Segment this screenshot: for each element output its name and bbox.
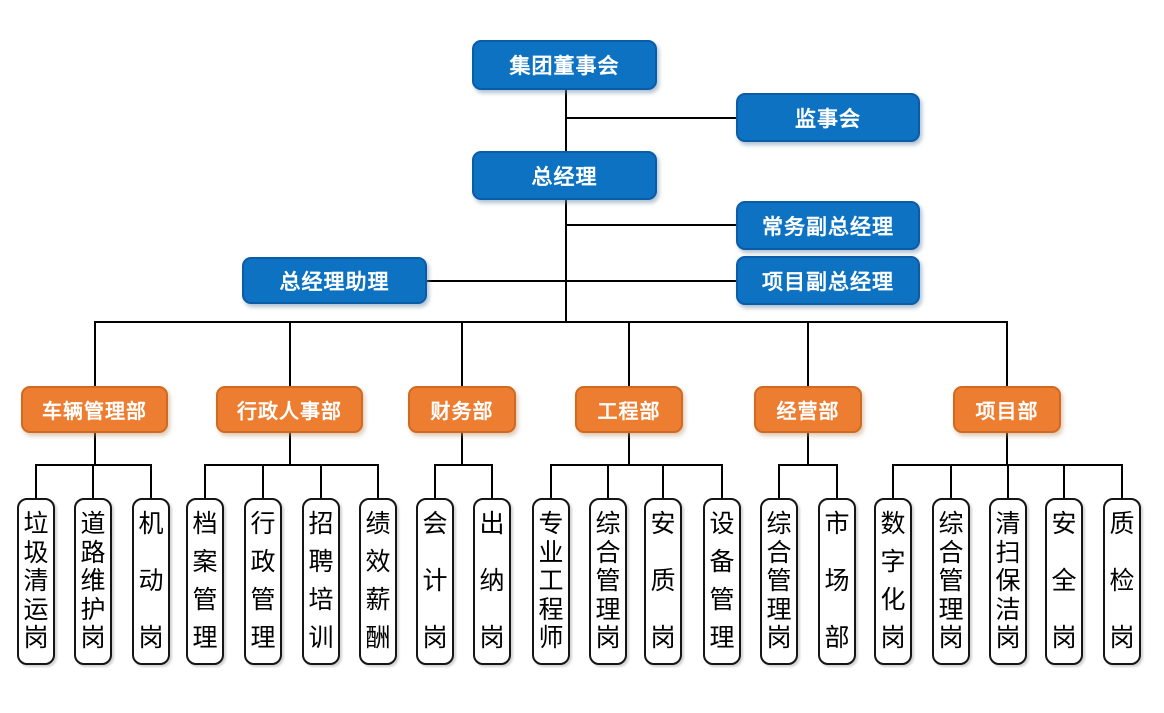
connector-line bbox=[426, 280, 738, 282]
connector-line bbox=[95, 321, 1008, 323]
position-box: 设备管理 bbox=[703, 498, 741, 665]
position-box: 安全岗 bbox=[1045, 498, 1083, 665]
position-box: 综合管理岗 bbox=[589, 498, 627, 665]
dept-finance: 财务部 bbox=[408, 386, 516, 433]
connector-line bbox=[836, 464, 838, 499]
connector-line bbox=[566, 117, 738, 119]
node-executive-deputy-gm: 常务副总经理 bbox=[736, 201, 920, 250]
connector-line bbox=[491, 464, 493, 499]
connector-line bbox=[778, 464, 780, 499]
connector-line bbox=[461, 321, 463, 387]
connector-line bbox=[1006, 432, 1008, 466]
node-project-deputy-gm: 项目副总经理 bbox=[736, 256, 920, 305]
connector-line bbox=[550, 464, 723, 466]
position-box: 绩效薪酬 bbox=[359, 498, 397, 665]
node-general-manager: 总经理 bbox=[472, 151, 657, 200]
position-box: 综合管理岗 bbox=[760, 498, 798, 665]
position-box: 道路维护岗 bbox=[74, 498, 112, 665]
connector-line bbox=[434, 464, 493, 466]
dept-operations: 经营部 bbox=[754, 386, 862, 433]
connector-line bbox=[628, 321, 630, 387]
connector-line bbox=[150, 464, 152, 499]
dept-engineering: 工程部 bbox=[575, 386, 683, 433]
connector-line bbox=[94, 321, 96, 387]
connector-line bbox=[434, 464, 436, 499]
dept-admin-hr: 行政人事部 bbox=[216, 386, 363, 433]
position-box: 质检岗 bbox=[1103, 498, 1141, 665]
position-box: 垃圾清运岗 bbox=[17, 498, 55, 665]
position-box: 数字化岗 bbox=[874, 498, 912, 665]
node-board: 集团董事会 bbox=[472, 40, 657, 90]
position-box: 会计岗 bbox=[416, 498, 454, 665]
dept-vehicle-management: 车辆管理部 bbox=[21, 386, 168, 433]
connector-line bbox=[461, 432, 463, 466]
connector-line bbox=[92, 464, 94, 499]
connector-line bbox=[1063, 464, 1065, 499]
connector-line bbox=[204, 464, 379, 466]
connector-line bbox=[289, 321, 291, 387]
connector-line bbox=[807, 432, 809, 466]
connector-line bbox=[628, 432, 630, 466]
connector-line bbox=[1006, 321, 1008, 387]
connector-line bbox=[289, 432, 291, 466]
connector-line bbox=[1007, 464, 1009, 499]
position-box: 专业工程师 bbox=[532, 498, 570, 665]
connector-line bbox=[807, 321, 809, 387]
connector-line bbox=[35, 464, 37, 499]
position-box: 安质岗 bbox=[644, 498, 682, 665]
position-box: 市场部 bbox=[818, 498, 856, 665]
connector-line bbox=[262, 464, 264, 499]
position-box: 招聘培训 bbox=[302, 498, 340, 665]
node-gm-assistant: 总经理助理 bbox=[242, 257, 427, 304]
connector-line bbox=[892, 464, 894, 499]
connector-line bbox=[950, 464, 952, 499]
connector-line bbox=[565, 90, 567, 152]
connector-line bbox=[377, 464, 379, 499]
position-box: 出纳岗 bbox=[473, 498, 511, 665]
connector-line bbox=[778, 464, 838, 466]
dept-project: 项目部 bbox=[953, 386, 1061, 433]
connector-line bbox=[721, 464, 723, 499]
connector-line bbox=[662, 464, 664, 499]
connector-line bbox=[94, 432, 96, 466]
node-supervisory-board: 监事会 bbox=[736, 93, 920, 142]
connector-line bbox=[204, 464, 206, 499]
connector-line bbox=[320, 464, 322, 499]
connector-line bbox=[566, 224, 738, 226]
position-box: 综合管理岗 bbox=[932, 498, 970, 665]
position-box: 清扫保洁岗 bbox=[989, 498, 1027, 665]
position-box: 档案管理 bbox=[186, 498, 224, 665]
position-box: 机动岗 bbox=[132, 498, 170, 665]
connector-line bbox=[1121, 464, 1123, 499]
connector-line bbox=[607, 464, 609, 499]
position-box: 行政管理 bbox=[244, 498, 282, 665]
connector-line bbox=[565, 199, 567, 323]
connector-line bbox=[550, 464, 552, 499]
